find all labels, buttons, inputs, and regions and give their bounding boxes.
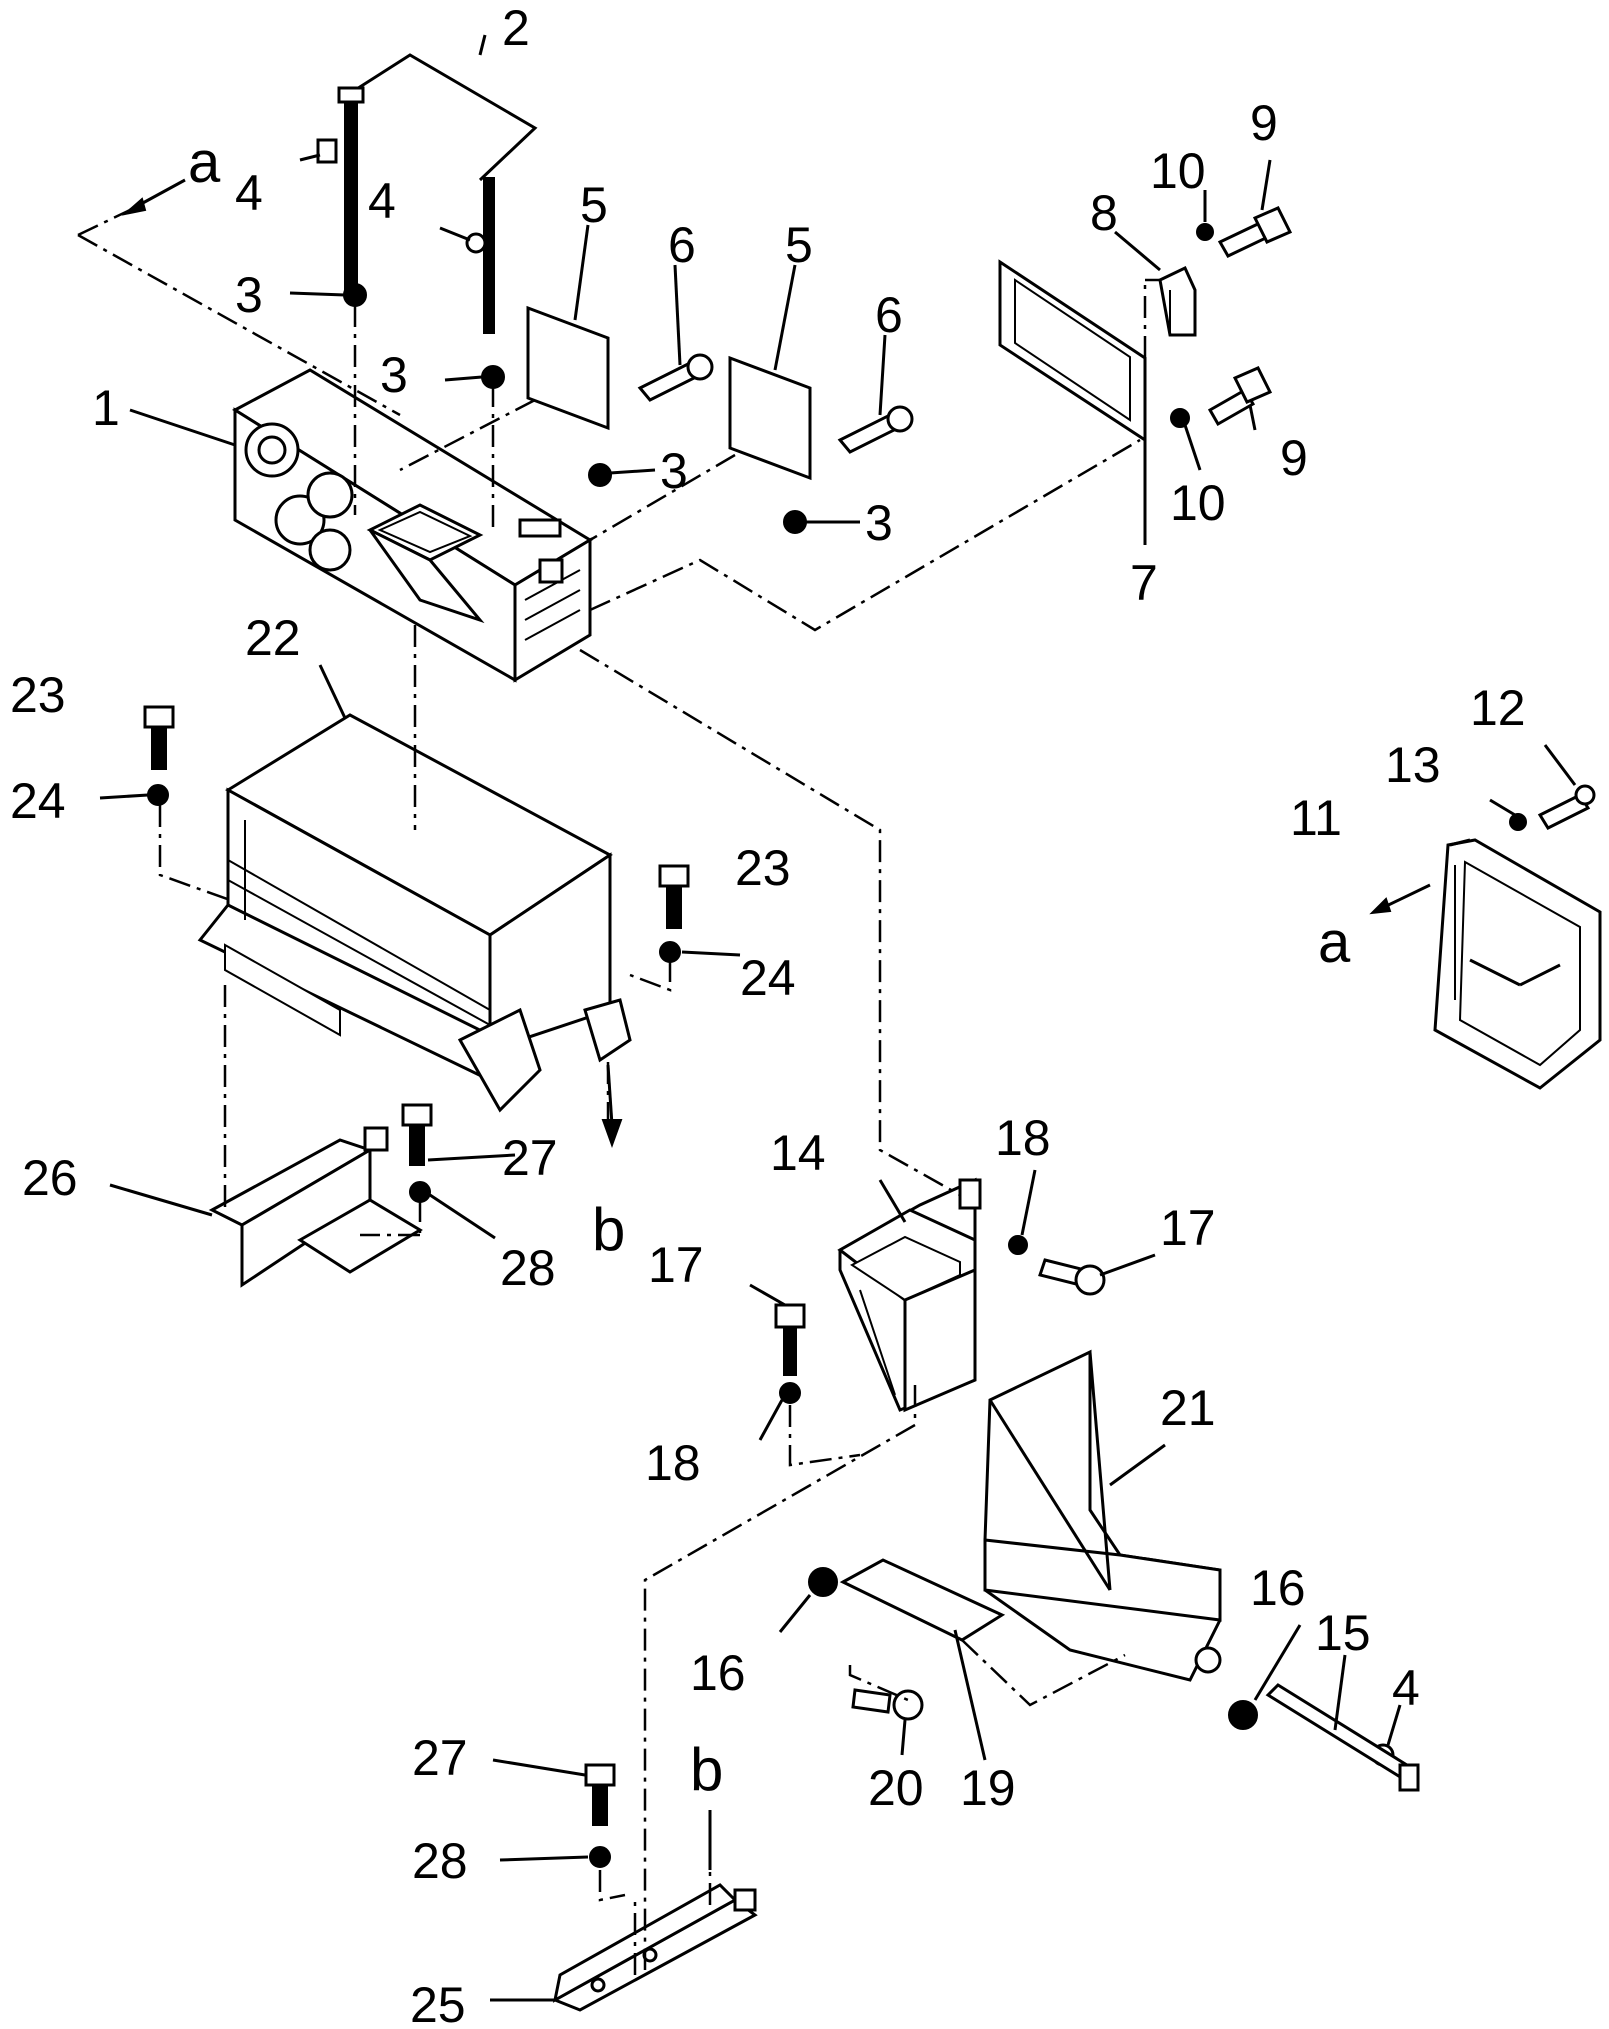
label-26: 26 [22, 1150, 78, 1206]
label-28a: 28 [500, 1240, 556, 1296]
part-1-main-block [232, 368, 593, 683]
ref-b-bottom: b [690, 1736, 723, 1803]
part-27-bolt-b [584, 1763, 616, 1826]
part-13-washer [1509, 813, 1527, 831]
part-4-cap-a [316, 138, 338, 164]
label-13: 13 [1385, 737, 1441, 793]
label-17b: 17 [1160, 1200, 1216, 1256]
label-3d: 3 [865, 495, 893, 551]
label-3b: 3 [380, 347, 408, 403]
label-1: 1 [92, 380, 120, 436]
label-18b: 18 [995, 1110, 1051, 1166]
part-11-cover [1433, 838, 1602, 1090]
part-3-ball-a [343, 283, 367, 307]
part-15-pin [1265, 1683, 1420, 1792]
part-25-bottom-bracket [551, 1883, 758, 2012]
label-16b: 16 [1250, 1560, 1306, 1616]
part-17-bolt-a [774, 1303, 806, 1376]
part-3-ball-d [783, 510, 807, 534]
leader-lines [99, 34, 1577, 2002]
part-21-funnel [983, 1349, 1222, 1682]
part-3-ball-c [588, 463, 612, 487]
label-17a: 17 [648, 1237, 704, 1293]
label-9a: 9 [1250, 95, 1278, 151]
ref-a-top: a [188, 130, 221, 195]
part-16-ball-b [1228, 1700, 1258, 1730]
part-14-bracket [837, 1177, 982, 1413]
part-9-bolt-b [1207, 366, 1273, 427]
label-24a: 24 [10, 773, 66, 829]
part-24-washer-a [147, 784, 169, 806]
label-16a: 16 [690, 1645, 746, 1701]
ref-a-right: a [1318, 910, 1351, 975]
label-9b: 9 [1280, 430, 1308, 486]
part-5-plate-a [526, 305, 610, 431]
part-6-screw-b [837, 405, 914, 454]
label-18a: 18 [645, 1435, 701, 1491]
part-22-housing [197, 713, 632, 1113]
label-11: 11 [1290, 790, 1342, 846]
part-18-washer-a [779, 1382, 801, 1404]
part-27-bolt-a [401, 1103, 433, 1166]
label-14: 14 [770, 1125, 826, 1181]
part-28-washer-b [589, 1846, 611, 1868]
part-20-screw [851, 1688, 924, 1721]
label-6a: 6 [668, 217, 696, 273]
label-3a: 3 [235, 267, 263, 323]
label-4c: 4 [1392, 1660, 1420, 1716]
label-27b: 27 [412, 1730, 468, 1786]
callout-labels: 1 2 3 3 3 3 4 4 4 5 5 6 6 7 8 9 9 10 10 … [10, 0, 1526, 2029]
label-21: 21 [1160, 1380, 1216, 1436]
label-6b: 6 [875, 287, 903, 343]
label-27a: 27 [502, 1130, 558, 1186]
label-15: 15 [1315, 1605, 1371, 1661]
label-10b: 10 [1170, 475, 1226, 531]
part-17-bolt-b [1038, 1258, 1106, 1296]
label-5a: 5 [580, 177, 608, 233]
part-26-left-bracket [208, 1126, 423, 1288]
part-23-bolt-b [658, 864, 690, 929]
label-12: 12 [1470, 680, 1526, 736]
part-10-washer-a [1196, 223, 1214, 241]
label-10a: 10 [1150, 143, 1206, 199]
label-5b: 5 [785, 217, 813, 273]
label-24b: 24 [740, 950, 796, 1006]
part-9-bolt-a [1217, 206, 1293, 258]
part-18-washer-b [1008, 1235, 1028, 1255]
label-23b: 23 [735, 840, 791, 896]
part-19-plate [839, 1558, 1006, 1642]
label-2: 2 [502, 0, 530, 56]
assembly-lines [77, 208, 1160, 1975]
label-4b: 4 [368, 173, 396, 229]
part-24-washer-b [659, 941, 681, 963]
part-2-wire [337, 53, 538, 334]
label-7: 7 [1130, 555, 1158, 611]
label-22: 22 [245, 610, 301, 666]
part-4-cap-b [465, 232, 487, 254]
part-10-washer-b [1170, 408, 1190, 428]
label-19: 19 [960, 1760, 1016, 1816]
label-28b: 28 [412, 1833, 468, 1889]
part-28-washer-a [409, 1181, 431, 1203]
label-20: 20 [868, 1760, 924, 1816]
part-5-plate-b [728, 355, 812, 481]
part-7-frame [998, 259, 1147, 443]
label-4a: 4 [235, 165, 263, 221]
label-23a: 23 [10, 667, 66, 723]
part-23-bolt-a [143, 705, 175, 770]
label-3c: 3 [660, 443, 688, 499]
part-8-block [1158, 265, 1197, 337]
part-12-bolt [1537, 784, 1596, 830]
part-6-screw-a [637, 353, 714, 402]
label-25: 25 [410, 1977, 466, 2029]
label-8: 8 [1090, 185, 1118, 241]
part-16-ball-a [808, 1567, 838, 1597]
ref-b-mid: b [592, 1196, 625, 1263]
part-3-ball-b [481, 365, 505, 389]
